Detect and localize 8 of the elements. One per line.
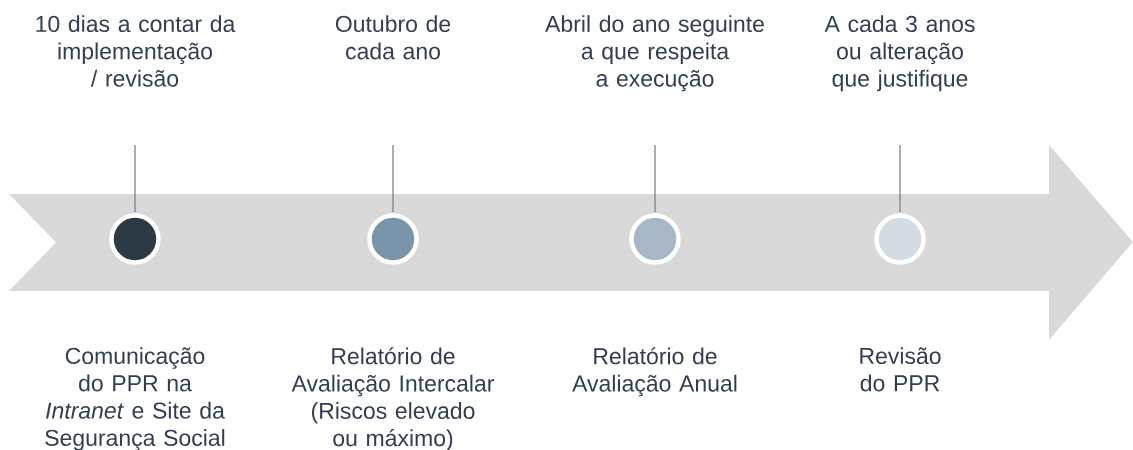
milestone-marker [874, 144, 926, 265]
milestone-marker [629, 144, 681, 265]
milestone-label: Comunicação do PPR na Intranet e Site da Segurança Social [45, 347, 225, 450]
milestone-label: Relatório de Avaliação Anual [572, 347, 737, 397]
milestone-label: Revisão do PPR [860, 347, 941, 392]
milestone-marker [109, 144, 161, 265]
milestone-label: Relatório de Avaliação Intercalar (Riscos elevado ou máximo) [291, 347, 494, 450]
milestone-marker [367, 144, 419, 265]
